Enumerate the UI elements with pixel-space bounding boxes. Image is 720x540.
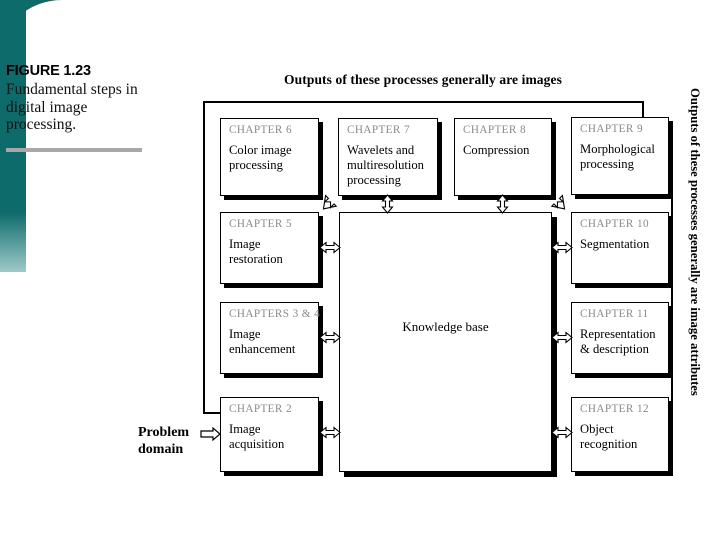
- diagonal-arrow-icon-left: [322, 194, 338, 210]
- figure-caption: FIGURE 1.23 Fundamental steps in digital…: [6, 63, 156, 134]
- chapter-title: Segmentation: [580, 237, 650, 251]
- figure-label: FIGURE 1.23: [6, 63, 91, 79]
- chapter-label: CHAPTER 5: [229, 218, 292, 230]
- right-vertical-heading: Outputs of these processes generally are…: [688, 88, 702, 396]
- chapter-box-9[interactable]: CHAPTER 9 Morphological processing: [571, 117, 669, 195]
- chapter-box-8[interactable]: CHAPTER 8 Compression: [454, 118, 552, 196]
- teal-corner-arc-icon: [0, 0, 62, 58]
- double-arrow-horizontal-icon-ch5: [319, 241, 341, 254]
- bracket-left-vertical: [203, 101, 205, 414]
- chapter-box-12[interactable]: CHAPTER 12 Object recognition: [571, 397, 669, 472]
- chapter-box-2[interactable]: CHAPTER 2 Image acquisition: [220, 397, 319, 472]
- chapter-label: CHAPTER 11: [580, 308, 649, 320]
- double-arrow-horizontal-icon-ch34: [319, 331, 341, 344]
- chapter-title: Image acquisition: [229, 422, 285, 451]
- problem-domain-line1: Problem: [138, 425, 190, 440]
- chapter-box-6[interactable]: CHAPTER 6 Color image processing: [220, 118, 319, 196]
- problem-domain-label: Problem domain: [138, 424, 189, 458]
- chapter-title: Object recognition: [580, 422, 638, 451]
- problem-domain-arrow-icon: [200, 426, 221, 442]
- double-arrow-vertical-icon-ch8: [496, 194, 509, 214]
- chapter-box-5[interactable]: CHAPTER 5 Image restoration: [220, 212, 319, 284]
- chapter-label: CHAPTER 10: [580, 218, 649, 230]
- bracket-right-vertical: [671, 127, 673, 439]
- chapter-title: Morphological processing: [580, 142, 655, 171]
- problem-domain-line2: domain: [138, 442, 184, 457]
- diagonal-arrow-icon-right: [550, 194, 566, 210]
- top-heading: Outputs of these processes generally are…: [284, 72, 562, 87]
- chapter-label: CHAPTER 12: [580, 403, 649, 415]
- teal-sidebar-decoration: [0, 0, 26, 272]
- chapter-box-10[interactable]: CHAPTER 10 Segmentation: [571, 212, 669, 284]
- bracket-top-right-stub: [642, 101, 644, 128]
- chapter-label: CHAPTER 8: [463, 124, 526, 136]
- chapter-label: CHAPTER 6: [229, 124, 292, 136]
- knowledge-base-box[interactable]: Knowledge base: [339, 212, 552, 472]
- chapter-label: CHAPTER 7: [347, 124, 410, 136]
- bracket-left-stub: [203, 412, 221, 414]
- double-arrow-horizontal-icon-ch10: [551, 241, 573, 254]
- chapter-box-7[interactable]: CHAPTER 7 Wavelets and multiresolution p…: [338, 118, 438, 196]
- double-arrow-horizontal-icon-ch11: [551, 331, 573, 344]
- double-arrow-vertical-icon-ch7: [381, 194, 394, 214]
- bracket-top-horizontal: [203, 101, 644, 103]
- chapter-title: Image restoration: [229, 237, 283, 266]
- chapter-box-11[interactable]: CHAPTER 11 Representation & description: [571, 302, 669, 374]
- double-arrow-horizontal-icon-ch2: [319, 426, 341, 439]
- chapter-box-3-4[interactable]: CHAPTERS 3 & 4 Image enhancement: [220, 302, 321, 374]
- chapter-label: CHAPTERS 3 & 4: [229, 308, 321, 320]
- chapter-title: Compression: [463, 143, 530, 157]
- chapter-title: Representation & description: [580, 327, 656, 356]
- figure-caption-text: Fundamental steps in digital image proce…: [6, 81, 138, 133]
- double-arrow-horizontal-icon-ch12: [551, 426, 573, 439]
- caption-rule: [6, 148, 142, 152]
- knowledge-base-label: Knowledge base: [402, 319, 489, 334]
- chapter-label: CHAPTER 2: [229, 403, 292, 415]
- chapter-label: CHAPTER 9: [580, 123, 643, 135]
- chapter-title: Color image processing: [229, 143, 292, 172]
- chapter-title: Wavelets and multiresolution processing: [347, 143, 424, 187]
- chapter-title: Image enhancement: [229, 327, 296, 356]
